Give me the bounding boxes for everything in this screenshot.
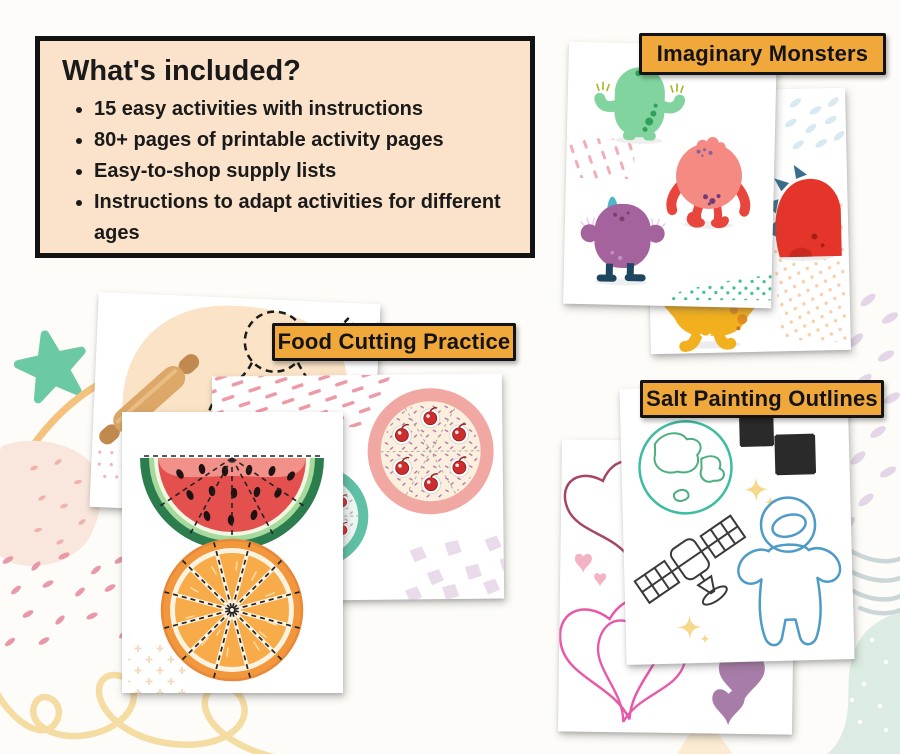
monsters-front-card bbox=[563, 41, 777, 309]
peach-blob-decoration bbox=[677, 728, 733, 754]
rolling-pin-illustration bbox=[99, 354, 200, 445]
mint-blob-decoration bbox=[826, 612, 900, 754]
teal-star-icon bbox=[13, 330, 86, 404]
whats-included-heading: What's included? bbox=[62, 55, 301, 87]
yellow-squiggle-decoration bbox=[0, 671, 276, 754]
food-label-text: Food Cutting Practice bbox=[277, 329, 511, 354]
list-item: Easy-to-shop supply lists bbox=[94, 156, 510, 187]
salt-label-text: Salt Painting Outlines bbox=[646, 386, 878, 411]
green-dots-pattern bbox=[671, 274, 772, 301]
satellite-outline-illustration bbox=[633, 514, 747, 606]
pepperoni-pizza-illustration bbox=[367, 388, 494, 515]
whats-included-box: What's included? 15 easy activities with… bbox=[35, 36, 535, 258]
lilac-blobs-pattern bbox=[405, 535, 505, 602]
sparkle-stars-outline bbox=[740, 412, 815, 475]
list-item: Instructions to adapt activities for dif… bbox=[94, 187, 510, 249]
earth-outline-illustration bbox=[638, 420, 733, 515]
pink-dashes-pattern bbox=[565, 137, 635, 180]
orange-slice-illustration bbox=[160, 538, 304, 682]
coral-monster-illustration bbox=[666, 136, 751, 229]
watermelon-card bbox=[122, 412, 343, 693]
blue-dashes-pattern bbox=[785, 97, 845, 150]
salt-outlines-card bbox=[619, 383, 855, 665]
list-item: 15 easy activities with instructions bbox=[94, 94, 510, 125]
green-monster-illustration bbox=[594, 67, 686, 144]
food-label: Food Cutting Practice bbox=[272, 323, 516, 361]
salt-label: Salt Painting Outlines bbox=[640, 380, 884, 418]
list-item: 80+ pages of printable activity pages bbox=[94, 125, 510, 156]
purple-monster-illustration bbox=[580, 196, 666, 286]
watermelon-illustration bbox=[140, 455, 324, 550]
astronaut-outline-illustration bbox=[737, 496, 842, 647]
monsters-label-text: Imaginary Monsters bbox=[656, 41, 869, 66]
monsters-label: Imaginary Monsters bbox=[639, 33, 886, 75]
included-features-list: 15 easy activities with instructions 80+… bbox=[60, 94, 510, 249]
pink-blob-decoration bbox=[0, 440, 101, 566]
